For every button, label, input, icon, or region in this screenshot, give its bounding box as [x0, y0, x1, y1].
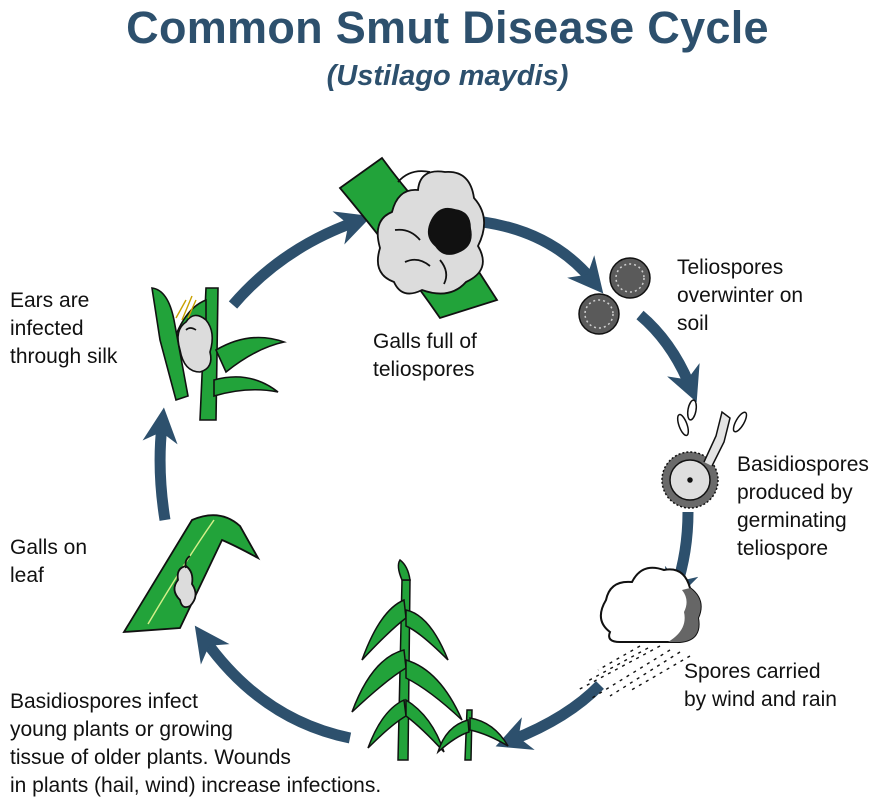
label-spores-carried: Spores carried by wind and rain: [684, 660, 837, 711]
corn-plant-icon: [351, 558, 509, 761]
infected-ear-icon: [151, 287, 287, 421]
diagram-title: Common Smut Disease Cycle: [126, 2, 769, 53]
label-basidiospores: Basidiospores produced by germinating te…: [737, 453, 869, 560]
cycle-arrow-1: [482, 216, 604, 294]
cycle-arrow-2: [636, 310, 700, 403]
teliospore-icon: [578, 257, 651, 335]
germinating-spore-icon: [661, 399, 748, 509]
diagram-subtitle: (Ustilago maydis): [326, 60, 569, 92]
corn-ear-icon: [338, 156, 499, 320]
label-ears: Ears are infected through silk: [10, 289, 118, 368]
cycle-arrow-4: [495, 681, 604, 750]
cycle-arrow-5: [194, 625, 352, 744]
label-galls: Galls full of teliospores: [373, 330, 477, 381]
cycle-arrow-7: [228, 211, 372, 309]
cloud-rain-icon: [577, 566, 702, 699]
label-infect: Basidiospores infect young plants or gro…: [10, 690, 382, 797]
leaf-gall-icon: [122, 514, 261, 634]
label-galls-leaf: Galls on leaf: [10, 536, 88, 587]
label-overwinter: Teliospores overwinter on soil: [677, 256, 804, 335]
cycle-arrow-6: [142, 407, 178, 521]
